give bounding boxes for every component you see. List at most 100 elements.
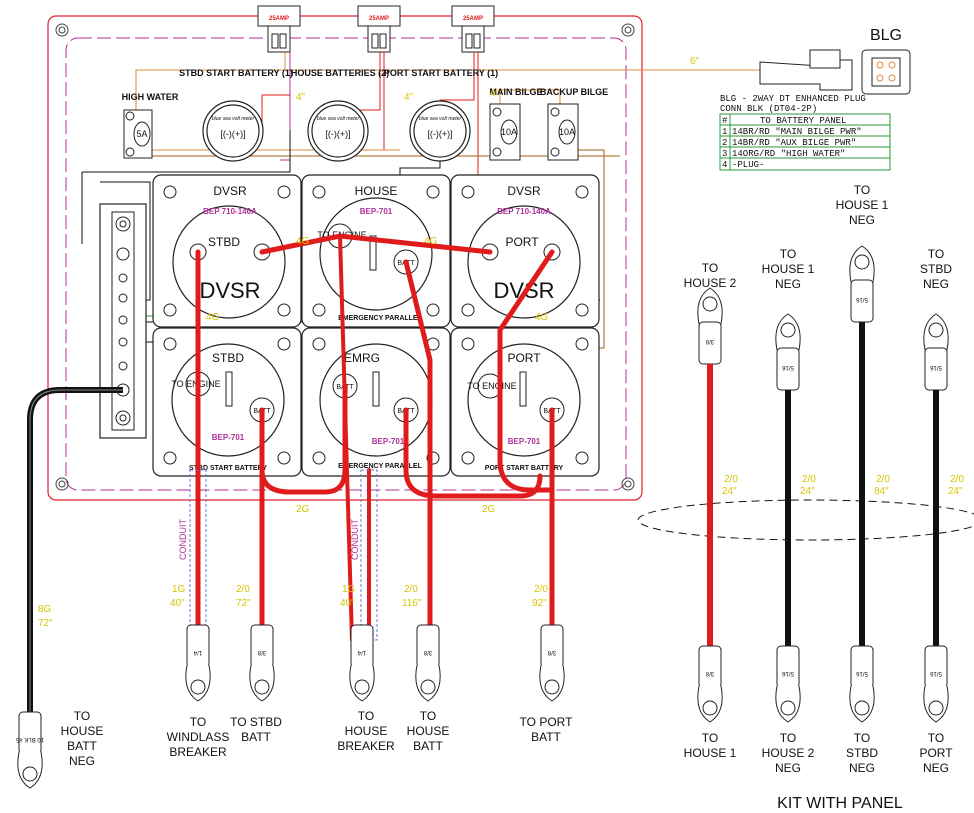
kit-cable-4-top-lug: 5/16: [923, 313, 949, 391]
kit-label-line: TO: [702, 731, 718, 745]
breaker-backup-bilge-amp: 10A: [559, 127, 575, 137]
kit-label-line: HOUSE 1: [684, 746, 737, 760]
fuse-holders: [257, 5, 495, 53]
hbreaker-len: 40": [340, 598, 355, 609]
wire-label-4in-a: 4": [296, 92, 306, 103]
kit-label-line: TO: [928, 731, 944, 745]
bottom-emrg-head: EMRG: [344, 351, 380, 365]
kit-cable-1-len: 24": [722, 486, 737, 497]
panel-destination-line: TO STBD: [230, 715, 282, 729]
top-port-label: PORT: [505, 235, 539, 249]
panel-lug-1: 10 BLK #5: [15, 711, 44, 789]
kit-cable-3-gauge: 2/0: [876, 474, 890, 485]
panel-destination-line: BATT: [241, 730, 271, 744]
negative-bus-bar: [99, 203, 147, 439]
meter-stbd-terminals: [(-)(+)]: [220, 129, 245, 139]
top-stbd-big: DVSR: [199, 278, 260, 303]
blg-row-2-num: 2: [722, 138, 727, 148]
kit-label-line: PORT: [919, 746, 953, 760]
kit-label-line: NEG: [849, 761, 875, 775]
panel-destination-line: HOUSE: [61, 724, 104, 738]
top-stbd-label: STBD: [208, 235, 240, 249]
breaker-backup-bilge[interactable]: [547, 103, 579, 161]
blg-pin-table: [719, 113, 891, 171]
windlass-len: 40": [170, 598, 185, 609]
module-top-stbd-dvsr: [152, 174, 302, 328]
panel-lug-4: 1/4: [349, 624, 375, 702]
top-port-model: BEP 710-140A: [497, 207, 551, 216]
kit-label-line: NEG: [775, 277, 801, 291]
top-port-head: DVSR: [507, 184, 541, 198]
panel-lug-6: 3/8: [539, 624, 565, 702]
stbd-gauge: 2/0: [236, 584, 250, 595]
kit-cable-3-bottom-lug: 5/16: [849, 645, 875, 723]
blg-row-1-num: 1: [722, 127, 727, 137]
kit-label-line: TO: [854, 183, 870, 197]
module-top-port-dvsr: [450, 174, 600, 328]
meter-port-brand: blue sea volt meter: [419, 116, 462, 122]
blg-row-2-name: 14BR/RD "AUX BILGE PWR": [732, 138, 856, 148]
blg-table-num-head: #: [722, 116, 728, 126]
panel-destination-line: TO: [358, 709, 374, 723]
blg-desc-2: CONN BLK (DT04-2P): [720, 104, 817, 114]
panel-inner-dashed: [65, 37, 627, 491]
kit-cable-1-top-lug: 3/8: [697, 287, 723, 365]
kit-label-line: TO: [928, 247, 944, 261]
panel-destination-line: TO: [420, 709, 436, 723]
bottom-port-caption: PORT START BATTERY: [485, 465, 564, 472]
svg-text:5/16: 5/16: [930, 670, 942, 676]
top-house-model: BEP-701: [360, 207, 393, 216]
wire-label-4g-mid-right: 4G: [424, 236, 438, 247]
breaker-main-bilge[interactable]: [489, 103, 521, 161]
kit-cut-ellipse: [637, 499, 974, 541]
blg-title: BLG: [870, 27, 902, 44]
svg-text:10 BLK #5: 10 BLK #5: [15, 736, 44, 742]
svg-text:3/8: 3/8: [705, 338, 714, 344]
panel-destination-line: TO: [190, 715, 206, 729]
svg-text:5/16: 5/16: [856, 670, 868, 676]
kit-label-line: STBD: [846, 746, 878, 760]
kit-label-line: TO: [702, 261, 718, 275]
top-house-caption: EMERGENCY PARALLEL: [338, 315, 422, 322]
svg-text:5/16: 5/16: [782, 364, 794, 370]
bottom-port-head: PORT: [507, 351, 541, 365]
wire-label-4g-left: 4G: [206, 312, 220, 323]
wire-label-2g-left: 2G: [296, 504, 310, 515]
wire-label-2g-right: 2G: [482, 504, 496, 515]
wire-label-6in: 6": [690, 56, 700, 67]
panel-lug-5: 3/8: [415, 624, 441, 702]
blg-row-4-num: 4: [722, 160, 727, 170]
meter-house-title: HOUSE BATTERIES (2): [291, 68, 389, 78]
kit-title: KIT WITH PANEL: [777, 795, 903, 812]
panel-corner-screws: [55, 23, 635, 491]
wire-label-4in-c: 4": [490, 88, 500, 99]
panel-destination-line: HOUSE: [407, 724, 450, 738]
kit-label-line: HOUSE 1: [762, 262, 815, 276]
conduits: [189, 469, 378, 641]
top-stbd-model: BEP 710-140A: [203, 207, 257, 216]
kit-cable-2-top-lug: 5/16: [775, 313, 801, 391]
neg-gauge: 8G: [38, 604, 52, 615]
breaker-main-bilge-title: MAIN BILGE: [490, 87, 543, 97]
panel-lug-3: 3/8: [249, 624, 275, 702]
svg-text:3/8: 3/8: [705, 670, 714, 676]
breaker-high-water[interactable]: [123, 109, 153, 159]
kit-label-line: HOUSE 2: [684, 276, 737, 290]
panel-destination-line: BREAKER: [169, 745, 227, 759]
kit-label-line: STBD: [920, 262, 952, 276]
volt-meter-port: [409, 100, 471, 162]
panel-destination-line: BREAKER: [337, 739, 395, 753]
kit-cable-4-len: 24": [948, 486, 963, 497]
kit-cable-4-bottom-lug: 5/16: [923, 645, 949, 723]
svg-text:5/16: 5/16: [930, 364, 942, 370]
meter-stbd-brand: blue sea volt meter: [212, 116, 255, 122]
